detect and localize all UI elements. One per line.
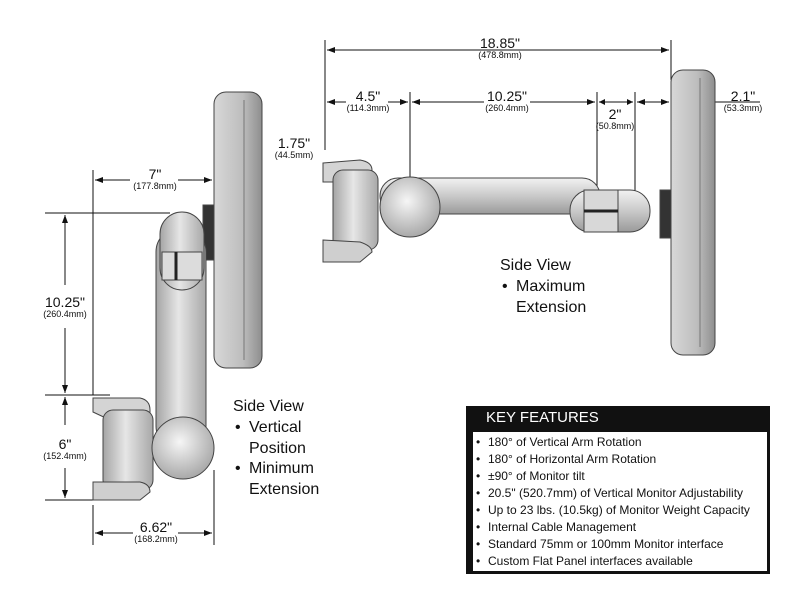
caption-bullet: Minimum Extension: [233, 459, 343, 501]
feature-item: 180° of Vertical Arm Rotation: [473, 434, 767, 451]
feature-item: ±90° of Monitor tilt: [473, 468, 767, 485]
dimension-arm-length-side: 10.25"(260.4mm): [43, 294, 87, 319]
dimension-base-depth: 4.5"(114.3mm): [346, 88, 390, 113]
feature-item: Custom Flat Panel interfaces available: [473, 553, 767, 570]
key-features-list-area: 180° of Vertical Arm Rotation 180° of Ho…: [473, 432, 767, 571]
bracket-bottom-right: [322, 239, 373, 263]
hub-left: [151, 416, 215, 480]
feature-item: Standard 75mm or 100mm Monitor interface: [473, 536, 767, 553]
caption-title: Side View: [500, 257, 571, 274]
dimension-arrows: [62, 47, 669, 536]
monitor-bracket-right: [659, 189, 672, 239]
hub-right: [379, 176, 441, 238]
dimension-base-height: 6"(152.4mm): [43, 436, 87, 461]
dimension-arm-length-top: 10.25"(260.4mm): [485, 88, 529, 113]
key-features-heading: KEY FEATURES: [486, 409, 599, 426]
wall-plate-right: [332, 169, 379, 251]
joint-clamp-left: [161, 251, 203, 281]
dimension-bracket-offset: 1.75"(44.5mm): [274, 135, 314, 160]
mount-vertical-position: [92, 91, 263, 501]
bracket-bottom-left: [92, 481, 151, 501]
feature-item: Internal Cable Management: [473, 519, 767, 536]
feature-item: 20.5" (520.7mm) of Vertical Monitor Adju…: [473, 485, 767, 502]
caption-title: Side View: [233, 398, 304, 415]
dimension-joint-width: 2"(50.8mm): [595, 106, 635, 131]
mount-maximum-extension: [322, 69, 716, 356]
caption-bullet: Maximum Extension: [500, 277, 620, 319]
dimension-total-width: 18.85"(478.8mm): [478, 35, 522, 60]
caption-maximum-extension: Side View Maximum Extension: [500, 256, 620, 318]
caption-bullet: Vertical Position: [233, 418, 343, 460]
caption-vertical-position: Side View Vertical Position Minimum Exte…: [233, 397, 343, 501]
key-features-box: KEY FEATURES 180° of Vertical Arm Rotati…: [466, 406, 770, 574]
monitor-left: [213, 91, 263, 369]
dimension-bottom-width: 6.62"(168.2mm): [134, 519, 178, 544]
wall-plate-left: [102, 409, 154, 491]
feature-item: 180° of Horizontal Arm Rotation: [473, 451, 767, 468]
feature-item: Up to 23 lbs. (10.5kg) of Monitor Weight…: [473, 502, 767, 519]
dimension-monitor-depth: 2.1"(53.3mm): [723, 88, 763, 113]
dimension-minimum-width: 7"(177.8mm): [133, 166, 177, 191]
monitor-right: [670, 69, 716, 356]
